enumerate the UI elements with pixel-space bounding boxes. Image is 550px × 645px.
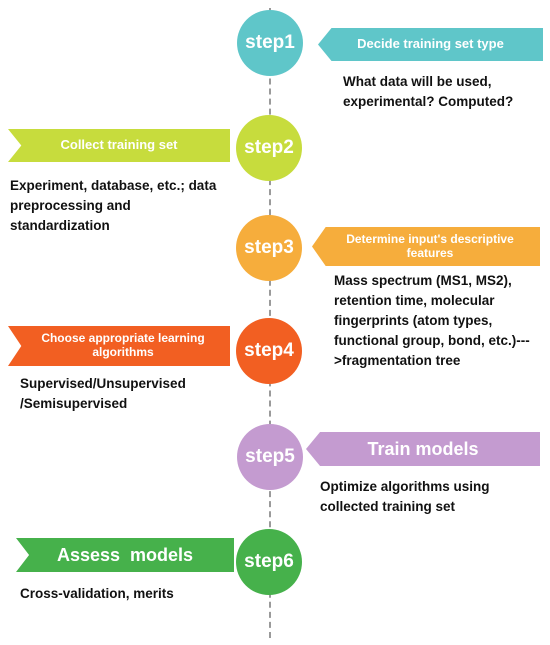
step3-circle: step3 [236, 215, 302, 281]
step2-title: Collect training set [60, 137, 178, 153]
step4-description: Supervised/Unsupervised /Semisupervised [20, 376, 186, 411]
step6-circle: step6 [236, 529, 302, 595]
step1-title-banner: Decide training set type [318, 28, 543, 61]
step1-title: Decide training set type [357, 36, 504, 52]
step5-title: Train models [367, 438, 479, 459]
step5-description: Optimize algorithms using collected trai… [320, 479, 490, 514]
step6-label: step6 [244, 551, 294, 572]
step2-label: step2 [244, 137, 294, 158]
step4-title: Choose appropriate learning algorithms [41, 331, 205, 359]
step5-circle: step5 [237, 424, 303, 490]
step1-description: What data will be used, experimental? Co… [343, 74, 514, 109]
step2-circle: step2 [236, 115, 302, 181]
step2-title-banner: Collect training set [8, 129, 230, 162]
step3-title-banner: Determine input's descriptive features [312, 227, 540, 266]
step4-title-banner: Choose appropriate learning algorithms [8, 326, 230, 366]
step6-description: Cross-validation, merits [20, 586, 174, 601]
step5-label: step5 [245, 446, 295, 467]
step6-title: Assess models [56, 544, 194, 565]
step6-title-banner: Assess models [16, 538, 234, 572]
step2-description: Experiment, database, etc.; data preproc… [10, 178, 217, 233]
step3-label: step3 [244, 237, 294, 258]
step1-circle: step1 [237, 10, 303, 76]
step3-description: Mass spectrum (MS1, MS2), retention time… [334, 273, 530, 368]
step1-label: step1 [245, 32, 295, 53]
step3-title: Determine input's descriptive features [346, 231, 514, 260]
step5-title-banner: Train models [306, 432, 540, 466]
step4-circle: step4 [236, 318, 302, 384]
step4-label: step4 [244, 340, 294, 361]
